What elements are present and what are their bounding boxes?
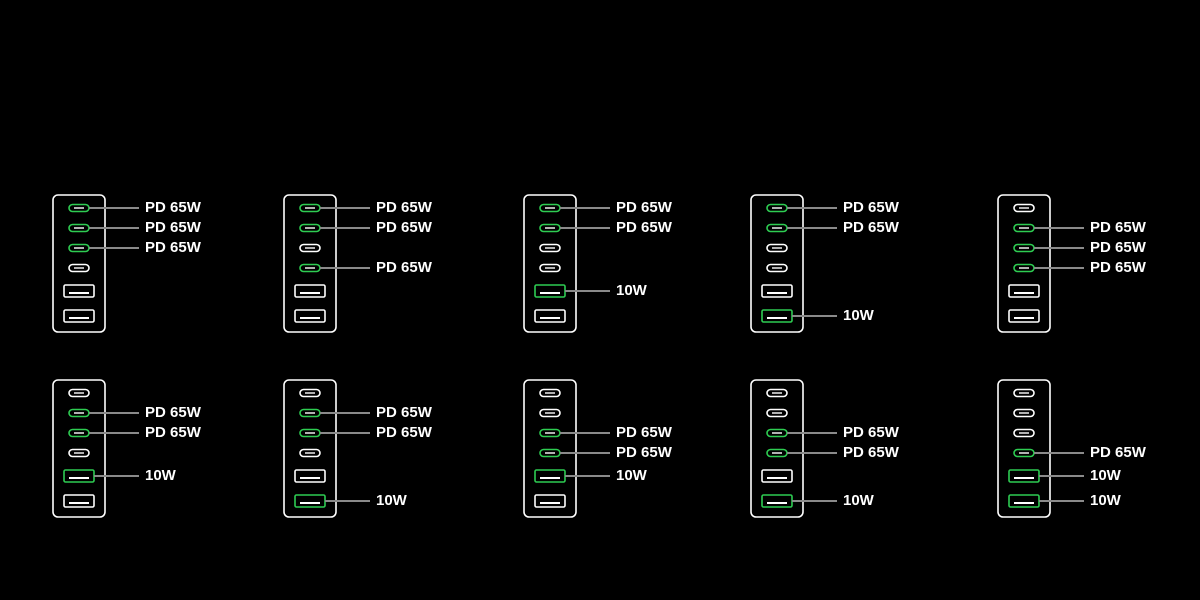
usb-c-port-icon (766, 388, 788, 398)
usb-a-port-icon (761, 309, 793, 323)
usb-c-port-icon (68, 263, 90, 273)
usb-c-port-icon (1013, 408, 1035, 418)
charger-body (523, 379, 577, 518)
usb-a-port-icon (1008, 284, 1040, 298)
charger-body (997, 194, 1051, 333)
usb-c-port-icon (539, 243, 561, 253)
usb-a-port-icon (761, 494, 793, 508)
port-output-label: PD 65W (376, 424, 433, 441)
charger-configuration-5: PD 65W PD 65W PD 65W (997, 194, 1147, 333)
usb-a-port-icon (534, 469, 566, 483)
usb-c-port-icon (1013, 203, 1035, 213)
charger-configuration-8: PD 65W PD 65W 10W (523, 379, 673, 518)
port-output-label: 10W (616, 467, 648, 484)
charger-body (283, 379, 337, 518)
usb-a-port-icon (294, 309, 326, 323)
port-output-label: PD 65W (616, 199, 673, 216)
port-output-label: PD 65W (1090, 239, 1147, 256)
usb-a-port-icon (63, 309, 95, 323)
usb-a-port-icon (63, 494, 95, 508)
port-output-label: PD 65W (376, 219, 433, 236)
usb-a-port-icon (63, 469, 95, 483)
charger-body (997, 379, 1051, 518)
port-output-label: PD 65W (616, 444, 673, 461)
port-output-label: 10W (145, 467, 177, 484)
usb-c-port-icon (539, 263, 561, 273)
usb-a-port-icon (1008, 309, 1040, 323)
usb-c-port-icon (1013, 388, 1035, 398)
charger-configuration-2: PD 65W PD 65W PD 65W (283, 194, 433, 333)
port-output-label: PD 65W (616, 219, 673, 236)
port-output-label: PD 65W (1090, 444, 1147, 461)
usb-c-port-icon (299, 243, 321, 253)
charger-configuration-10: PD 65W 10W 10W (997, 379, 1147, 518)
charger-body (52, 194, 106, 333)
charger-body (52, 379, 106, 518)
charger-configuration-3: PD 65W PD 65W 10W (523, 194, 673, 333)
usb-c-port-icon (766, 263, 788, 273)
port-output-label: PD 65W (145, 219, 202, 236)
port-output-label: PD 65W (145, 424, 202, 441)
usb-a-port-icon (534, 284, 566, 298)
charger-body (283, 194, 337, 333)
usb-a-port-icon (294, 494, 326, 508)
charger-body (750, 194, 804, 333)
port-output-label: PD 65W (145, 404, 202, 421)
port-output-label: PD 65W (616, 424, 673, 441)
port-output-label: PD 65W (376, 404, 433, 421)
usb-c-port-icon (539, 408, 561, 418)
usb-a-port-icon (1008, 469, 1040, 483)
port-output-label: 10W (1090, 492, 1122, 509)
usb-c-port-icon (299, 448, 321, 458)
port-output-label: PD 65W (843, 219, 900, 236)
charger-configuration-1: PD 65W PD 65W PD 65W (52, 194, 202, 333)
port-output-label: PD 65W (843, 424, 900, 441)
port-output-label: 10W (843, 492, 875, 509)
usb-a-port-icon (294, 469, 326, 483)
usb-c-port-icon (1013, 428, 1035, 438)
port-output-label: 10W (843, 307, 875, 324)
usb-a-port-icon (63, 284, 95, 298)
usb-a-port-icon (294, 284, 326, 298)
port-output-label: PD 65W (376, 199, 433, 216)
usb-a-port-icon (1008, 494, 1040, 508)
usb-a-port-icon (761, 284, 793, 298)
port-output-label: PD 65W (1090, 219, 1147, 236)
charger-body (523, 194, 577, 333)
charger-configuration-7: PD 65W PD 65W 10W (283, 379, 433, 518)
charger-configuration-4: PD 65W PD 65W 10W (750, 194, 900, 333)
port-output-label: PD 65W (145, 199, 202, 216)
port-output-label: PD 65W (1090, 259, 1147, 276)
charger-configuration-6: PD 65W PD 65W 10W (52, 379, 202, 518)
usb-c-port-icon (539, 388, 561, 398)
port-output-label: PD 65W (376, 259, 433, 276)
port-output-label: PD 65W (843, 199, 900, 216)
charger-configuration-9: PD 65W PD 65W 10W (750, 379, 900, 518)
usb-a-port-icon (534, 494, 566, 508)
usb-a-port-icon (761, 469, 793, 483)
port-output-label: PD 65W (843, 444, 900, 461)
usb-c-port-icon (766, 243, 788, 253)
port-output-label: 10W (376, 492, 408, 509)
charger-body (750, 379, 804, 518)
usb-c-port-icon (68, 388, 90, 398)
usb-c-port-icon (766, 408, 788, 418)
usb-c-port-icon (68, 448, 90, 458)
port-output-label: PD 65W (145, 239, 202, 256)
usb-c-port-icon (299, 388, 321, 398)
port-output-label: 10W (1090, 467, 1122, 484)
port-output-label: 10W (616, 282, 648, 299)
usb-a-port-icon (534, 309, 566, 323)
